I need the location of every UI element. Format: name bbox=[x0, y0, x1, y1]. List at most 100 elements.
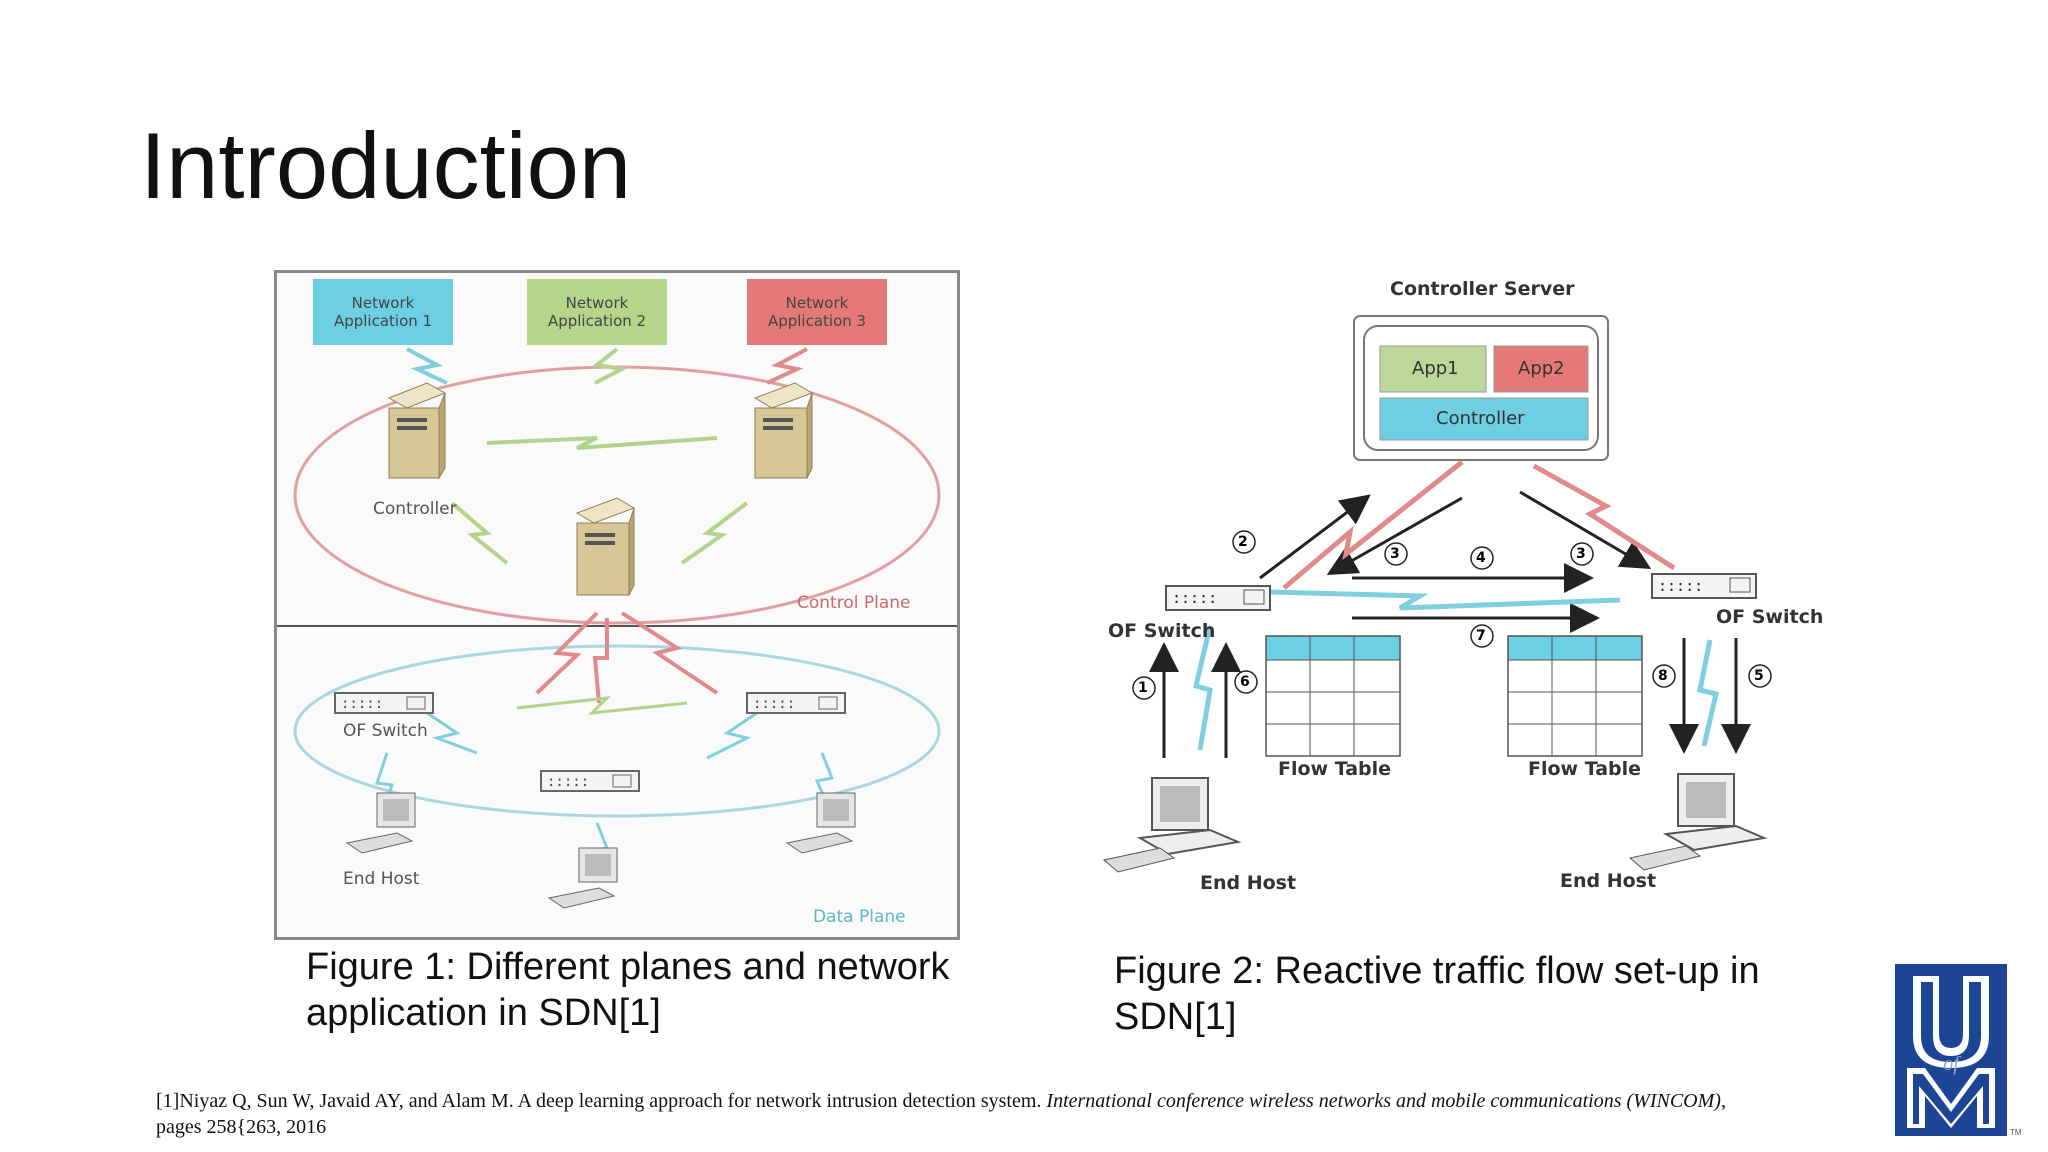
switch-icon-left: ::::: bbox=[334, 692, 434, 714]
end-host-left-label: End Host bbox=[1200, 872, 1297, 894]
svg-text::::::: ::::: bbox=[547, 774, 589, 790]
reference-pages: pages 258{263, 2016 bbox=[156, 1116, 327, 1138]
step-circle-8 bbox=[1652, 664, 1676, 688]
step-number-5: 5 bbox=[1754, 668, 1764, 684]
data-plane-label: Data Plane bbox=[813, 907, 906, 927]
reference-tail: , bbox=[1720, 1090, 1726, 1112]
bolt-red-right bbox=[1532, 463, 1676, 571]
server-icon-center bbox=[575, 497, 636, 596]
arrow-step-3-left bbox=[1326, 496, 1463, 575]
step-circle-2 bbox=[1232, 530, 1256, 554]
bolt-blue-link bbox=[1269, 589, 1621, 611]
switch-icon-center: ::::: bbox=[540, 770, 640, 792]
figure2-graphics: ::::: ::::: bbox=[1102, 315, 1772, 873]
bolt-data-3 bbox=[516, 696, 688, 715]
step-circle-5 bbox=[1748, 664, 1772, 688]
step-number-3-left: 3 bbox=[1390, 546, 1400, 562]
controller-box bbox=[1379, 397, 1589, 441]
bolt-down-2 bbox=[592, 618, 609, 704]
network-application-1: Network Application 1 bbox=[313, 279, 453, 345]
bolt-red-app3 bbox=[766, 347, 808, 385]
step-number-2: 2 bbox=[1238, 534, 1248, 550]
app1-box bbox=[1379, 345, 1487, 393]
svg-text::::::: ::::: bbox=[341, 696, 383, 712]
switch-icon-left: ::::: bbox=[1165, 585, 1271, 611]
computer-icon-host-left bbox=[1102, 777, 1242, 873]
step-number-6: 6 bbox=[1240, 674, 1250, 690]
arrow-step-3-right bbox=[1519, 490, 1652, 570]
of-switch-right-label: OF Switch bbox=[1716, 606, 1824, 628]
bolt-blue-host-left bbox=[1193, 625, 1213, 751]
step-number-1: 1 bbox=[1138, 680, 1148, 696]
step-circle-4 bbox=[1470, 546, 1494, 570]
u-of-m-logo-icon: of bbox=[1895, 964, 2007, 1136]
end-host-label: End Host bbox=[343, 869, 420, 889]
bolt-green-app2 bbox=[592, 347, 629, 385]
step-number-8: 8 bbox=[1658, 668, 1668, 684]
computer-icon-host-right bbox=[785, 792, 856, 854]
flow-table-left bbox=[1265, 635, 1401, 757]
computer-icon-host-right bbox=[1628, 773, 1768, 871]
network-application-2: Network Application 2 bbox=[527, 279, 667, 345]
bolt-blue-app1 bbox=[406, 347, 448, 385]
arrow-step-2 bbox=[1259, 494, 1371, 580]
figure2-caption-line1: Figure 2: Reactive traffic flow set-up i… bbox=[1114, 950, 1760, 992]
figure1-caption-line1: Figure 1: Different planes and network bbox=[306, 946, 950, 988]
step-circle-1 bbox=[1132, 676, 1156, 700]
control-plane-label: Control Plane bbox=[797, 593, 911, 613]
university-logo: of bbox=[1895, 964, 2007, 1136]
server-icon-right bbox=[753, 382, 814, 479]
figure1-caption: Figure 1: Different planes and network a… bbox=[306, 944, 950, 1036]
flow-table-right bbox=[1507, 635, 1643, 757]
bolt-down-3 bbox=[620, 611, 719, 695]
controller-label: Controller bbox=[1436, 408, 1525, 429]
step-number-3-right: 3 bbox=[1576, 546, 1586, 562]
data-plane-oval bbox=[293, 644, 941, 818]
svg-text::::::: ::::: bbox=[753, 696, 795, 712]
step-circle-6 bbox=[1234, 670, 1258, 694]
slide-title: Introduction bbox=[140, 113, 632, 218]
app2-box bbox=[1493, 345, 1589, 393]
controller-label: Controller bbox=[373, 499, 457, 519]
reference-venue: International conference wireless networ… bbox=[1046, 1090, 1721, 1112]
bolt-data-2 bbox=[706, 711, 758, 760]
step-circle-3-left bbox=[1384, 542, 1408, 566]
reference-footnote: [1]Niyaz Q, Sun W, Javaid AY, and Alam M… bbox=[156, 1088, 1856, 1140]
bolt-ctrl-link1 bbox=[486, 436, 718, 450]
server-icon-controller bbox=[387, 382, 447, 480]
controller-server-label: Controller Server bbox=[1390, 278, 1575, 300]
step-circle-7 bbox=[1470, 624, 1494, 648]
app1-label: App1 bbox=[1412, 358, 1459, 379]
step-number-7: 7 bbox=[1476, 628, 1486, 644]
figure2-diagram: Controller Server ::::: bbox=[1100, 270, 1824, 910]
step-number-4: 4 bbox=[1476, 550, 1486, 566]
bolt-data-1 bbox=[426, 711, 478, 755]
figure1-caption-line2: application in SDN[1] bbox=[306, 992, 661, 1034]
step-circle-3-right bbox=[1570, 542, 1594, 566]
bolt-ctrl-link2 bbox=[450, 501, 509, 565]
figure1-diagram: Network Application 1 Network Applicatio… bbox=[274, 270, 960, 940]
trademark-mark: TM bbox=[2010, 1128, 2022, 1137]
computer-icon-host-left bbox=[345, 792, 416, 854]
reference-main: [1]Niyaz Q, Sun W, Javaid AY, and Alam M… bbox=[156, 1090, 1047, 1112]
of-switch-left-label: OF Switch bbox=[1108, 620, 1216, 642]
bolt-blue-host-right bbox=[1697, 639, 1719, 747]
figure2-caption: Figure 2: Reactive traffic flow set-up i… bbox=[1114, 948, 1760, 1040]
flow-table-right-label: Flow Table bbox=[1528, 758, 1642, 780]
switch-icon-right: ::::: bbox=[1651, 573, 1757, 599]
figure2-caption-line2: SDN[1] bbox=[1114, 996, 1237, 1038]
bolt-red-left bbox=[1282, 460, 1464, 590]
computer-icon-host-center bbox=[547, 847, 618, 909]
figure1-graphics: ::::: ::::: ::::: bbox=[277, 347, 957, 909]
end-host-right-label: End Host bbox=[1560, 870, 1657, 892]
flow-table-left-label: Flow Table bbox=[1278, 758, 1392, 780]
svg-text::::::: ::::: bbox=[1658, 577, 1703, 595]
bolt-down-1 bbox=[535, 611, 599, 695]
svg-text::::::: ::::: bbox=[1172, 589, 1217, 607]
of-switch-label: OF Switch bbox=[343, 721, 428, 741]
svg-text:of: of bbox=[1943, 1053, 1961, 1075]
app2-label: App2 bbox=[1518, 358, 1565, 379]
network-application-3: Network Application 3 bbox=[747, 279, 887, 345]
bolt-ctrl-link3 bbox=[680, 501, 749, 565]
switch-icon-right: ::::: bbox=[746, 692, 846, 714]
